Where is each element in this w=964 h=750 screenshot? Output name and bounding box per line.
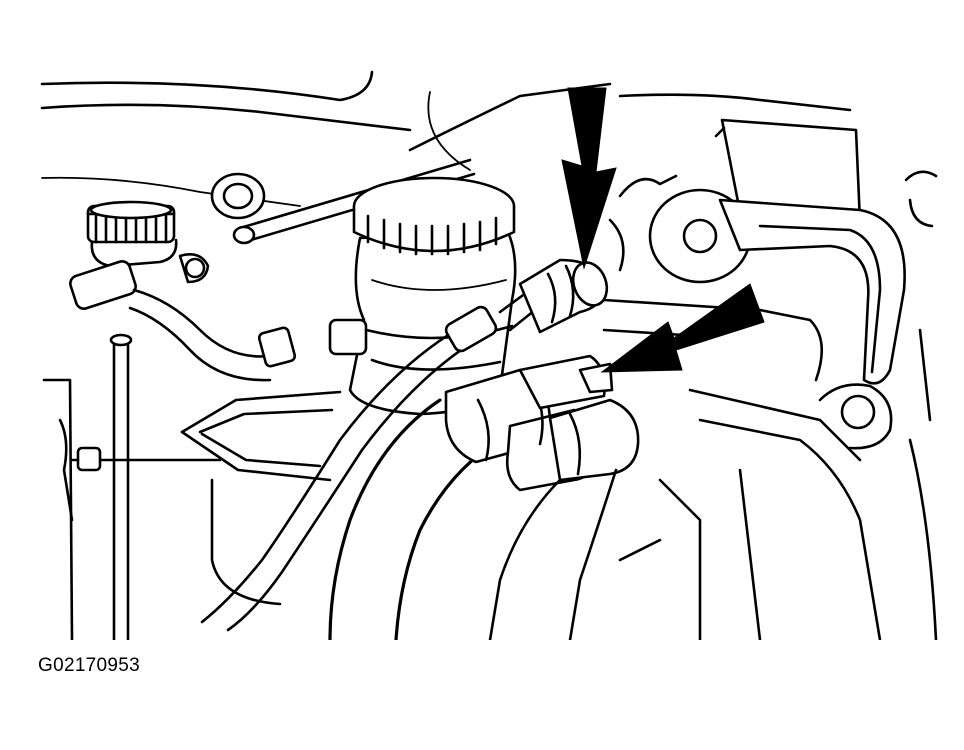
grommet	[210, 172, 266, 220]
engine-bay-line-drawing	[40, 70, 938, 640]
figure-code: G02170953	[38, 655, 141, 676]
pointer-arrow-icon	[561, 87, 617, 270]
vacuum-hose-fitting	[518, 258, 609, 334]
right-engine-parts	[602, 118, 938, 640]
left-connector-hose	[69, 253, 297, 382]
brake-fluid-reservoir	[328, 176, 517, 416]
left-reservoir	[86, 200, 178, 268]
lower-pan	[180, 390, 342, 606]
hood-outline	[40, 70, 852, 207]
left-frame-rod	[42, 333, 222, 640]
wiring-harness	[200, 288, 542, 632]
pointer-arrow-icon	[600, 283, 765, 373]
